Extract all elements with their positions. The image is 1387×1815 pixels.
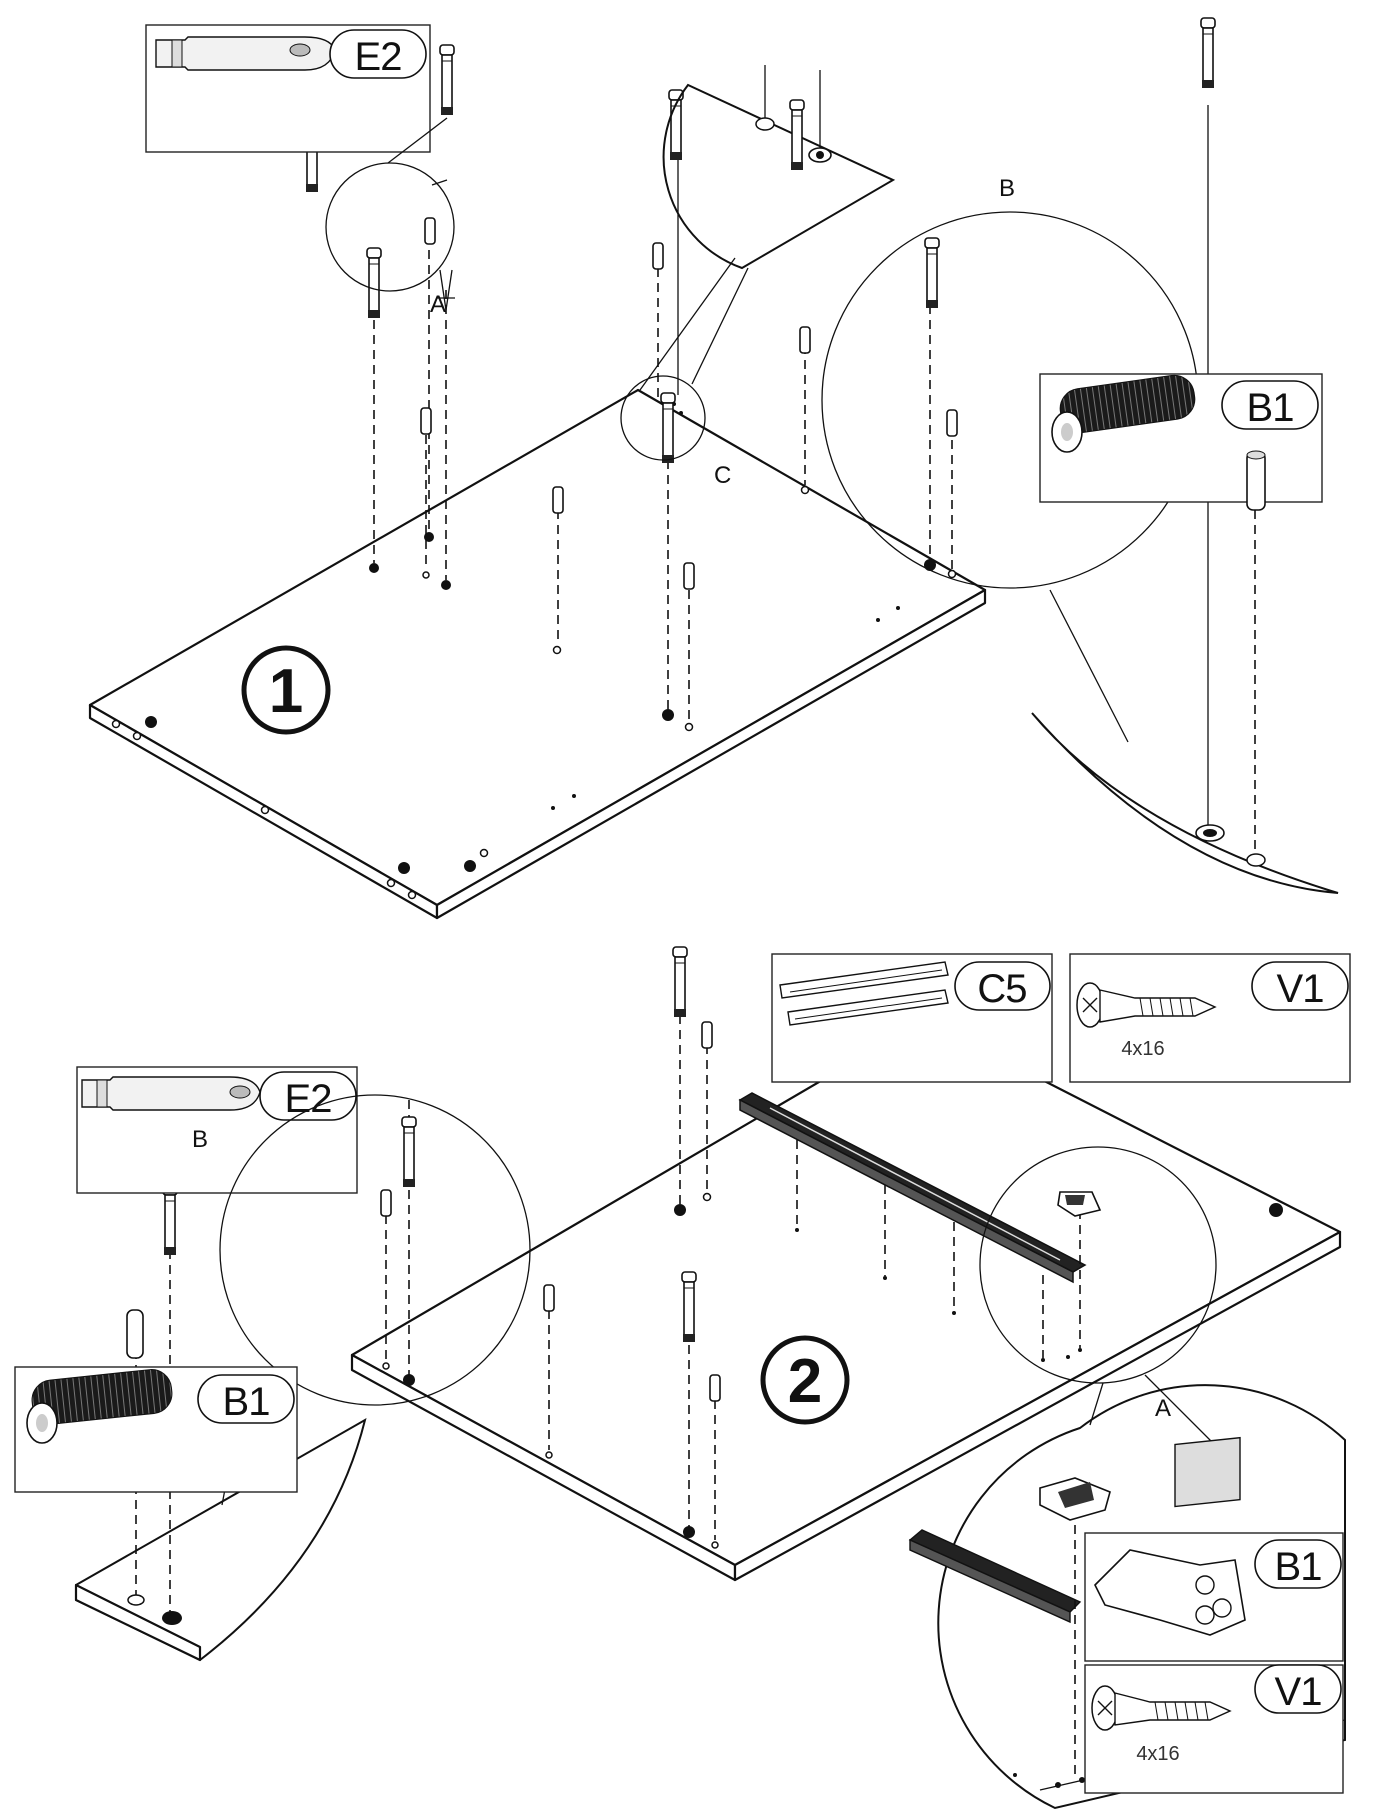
step1-panel (88, 388, 987, 920)
part-label-v1: V1 (1277, 967, 1324, 1011)
step1-number-badge: 1 (241, 645, 331, 735)
step2-part-e2-box: E2 (76, 1066, 358, 1194)
callout-label-b: B (999, 175, 1015, 202)
part-label-b1-step2: B1 (223, 1380, 270, 1424)
step2-part-c5-box: C5 (771, 953, 1053, 1083)
step2-callout-a-detail: A (908, 1146, 1346, 1810)
step2-part-v1-detail-box: V1 4x16 (1084, 1664, 1344, 1794)
screw-size-v1-detail: 4x16 (1136, 1743, 1179, 1765)
step-1: E2 A C B (88, 17, 1339, 920)
step1-callout-a-detail: A (325, 117, 455, 318)
callout-label-a: A (430, 291, 446, 318)
step-number-1: 1 (269, 657, 303, 726)
part-label-c5: C5 (977, 967, 1026, 1011)
part-label-b1: B1 (1247, 386, 1294, 430)
callout-label-b-step2: B (192, 1126, 208, 1153)
part-label-v1-detail: V1 (1275, 1670, 1322, 1714)
part-label-e2: E2 (355, 35, 402, 79)
step2-part-v1-box: V1 4x16 (1069, 953, 1351, 1083)
step-2: E2 B B1 (14, 946, 1351, 1810)
step2-part-b1-clip-box: B1 (1084, 1436, 1344, 1662)
step-number-2: 2 (788, 1347, 822, 1416)
step2-part-b1-box: B1 (14, 1309, 298, 1493)
step2-number-badge: 2 (760, 1335, 850, 1425)
step2-drawer-runner (738, 1092, 1087, 1358)
step1-callout-b-detail: B (821, 175, 1339, 894)
step1-part-e2-box: E2 (145, 24, 431, 153)
screw-size-v1: 4x16 (1121, 1038, 1164, 1060)
step1-callout-c-detail: C (620, 65, 896, 489)
callout-label-a-step2: A (1155, 1395, 1171, 1422)
part-label-b1-clip: B1 (1275, 1545, 1322, 1589)
step2-panel (350, 1018, 1342, 1582)
callout-label-c: C (714, 462, 731, 489)
step2-fittings (162, 946, 1102, 1402)
step1-part-b1-box: B1 (1039, 373, 1323, 511)
part-label-e2-step2: E2 (285, 1077, 332, 1121)
step1-fittings (304, 17, 1216, 590)
